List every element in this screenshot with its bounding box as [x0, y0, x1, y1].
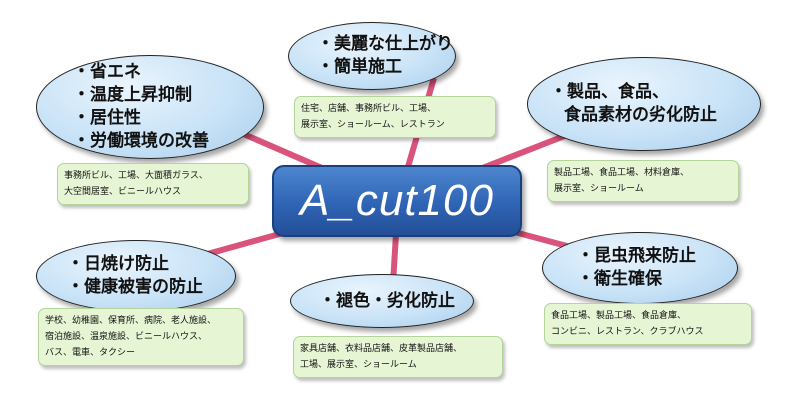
note-line: 住宅、店舗、事務所ビル、工場、: [301, 104, 437, 114]
note-line: 大空間居室、ビニールハウス: [64, 187, 182, 197]
bubble-line: ・労働環境の改善: [73, 131, 209, 151]
note-line: 宿泊施設、温泉施設、ビニールハウス、: [45, 332, 208, 342]
note-line: 事務所ビル、工場、大面積ガラス、: [64, 171, 208, 181]
benefit-bubble-top: ・美麗な仕上がり ・簡単施工: [288, 22, 456, 90]
bubble-line: ・製品、食品、: [550, 82, 669, 102]
note-line: 展示室、ショールーム、レストラン: [301, 120, 445, 130]
note-line: 製品工場、食品工場、材料倉庫、: [554, 168, 690, 178]
usage-note-bottom: 家具店舗、衣料品店舗、皮革製品店舗、 工場、展示室、ショールーム: [293, 336, 503, 378]
bubble-line: ・温度上昇抑制: [73, 85, 192, 105]
benefit-bubble-bottom-right: ・昆虫飛来防止 ・衛生確保: [542, 232, 738, 304]
usage-note-bottom-left: 学校、幼稚園、保育所、病院、老人施設、 宿泊施設、温泉施設、ビニールハウス、 バ…: [38, 308, 244, 366]
product-title-box: A_cut100: [272, 165, 522, 237]
note-line: コンビニ、レストラン、クラブハウス: [551, 327, 704, 337]
bubble-line: ・居住性: [73, 108, 141, 128]
note-line: 食品工場、製品工場、食品倉庫、: [551, 311, 687, 321]
usage-note-bottom-right: 食品工場、製品工場、食品倉庫、 コンビニ、レストラン、クラブハウス: [544, 303, 752, 345]
bubble-line: ・美麗な仕上がり: [317, 34, 453, 54]
bubble-line: ・健康被害の防止: [67, 277, 203, 297]
bubble-line: 食品素材の劣化防止: [564, 105, 717, 125]
usage-note-top-right: 製品工場、食品工場、材料倉庫、 展示室、ショールーム: [547, 160, 739, 202]
benefit-bubble-bottom-left: ・日焼け防止 ・健康被害の防止: [36, 240, 236, 312]
usage-note-top-left: 事務所ビル、工場、大面積ガラス、 大空間居室、ビニールハウス: [57, 163, 249, 205]
usage-note-top: 住宅、店舗、事務所ビル、工場、 展示室、ショールーム、レストラン: [294, 96, 496, 138]
benefit-bubble-bottom: ・褪色・劣化防止: [290, 274, 474, 328]
note-line: バス、電車、タクシー: [45, 348, 136, 358]
benefit-bubble-top-left: ・省エネ ・温度上昇抑制 ・居住性 ・労働環境の改善: [36, 55, 264, 159]
note-line: 家具店舗、衣料品店舗、皮革製品店舗、: [300, 344, 463, 354]
note-line: 工場、展示室、ショールーム: [300, 360, 417, 370]
note-line: 展示室、ショールーム: [554, 184, 644, 194]
note-line: 学校、幼稚園、保育所、病院、老人施設、: [45, 316, 217, 326]
product-title: A_cut100: [300, 176, 494, 225]
benefit-bubble-top-right: ・製品、食品、 食品素材の劣化防止: [527, 57, 761, 151]
bubble-line: ・省エネ: [73, 62, 141, 82]
bubble-line: ・簡単施工: [317, 57, 402, 77]
bubble-line: ・衛生確保: [577, 269, 662, 289]
bubble-line: ・日焼け防止: [67, 254, 169, 274]
bubble-line: ・褪色・劣化防止: [319, 290, 455, 311]
bubble-line: ・昆虫飛来防止: [577, 246, 696, 266]
